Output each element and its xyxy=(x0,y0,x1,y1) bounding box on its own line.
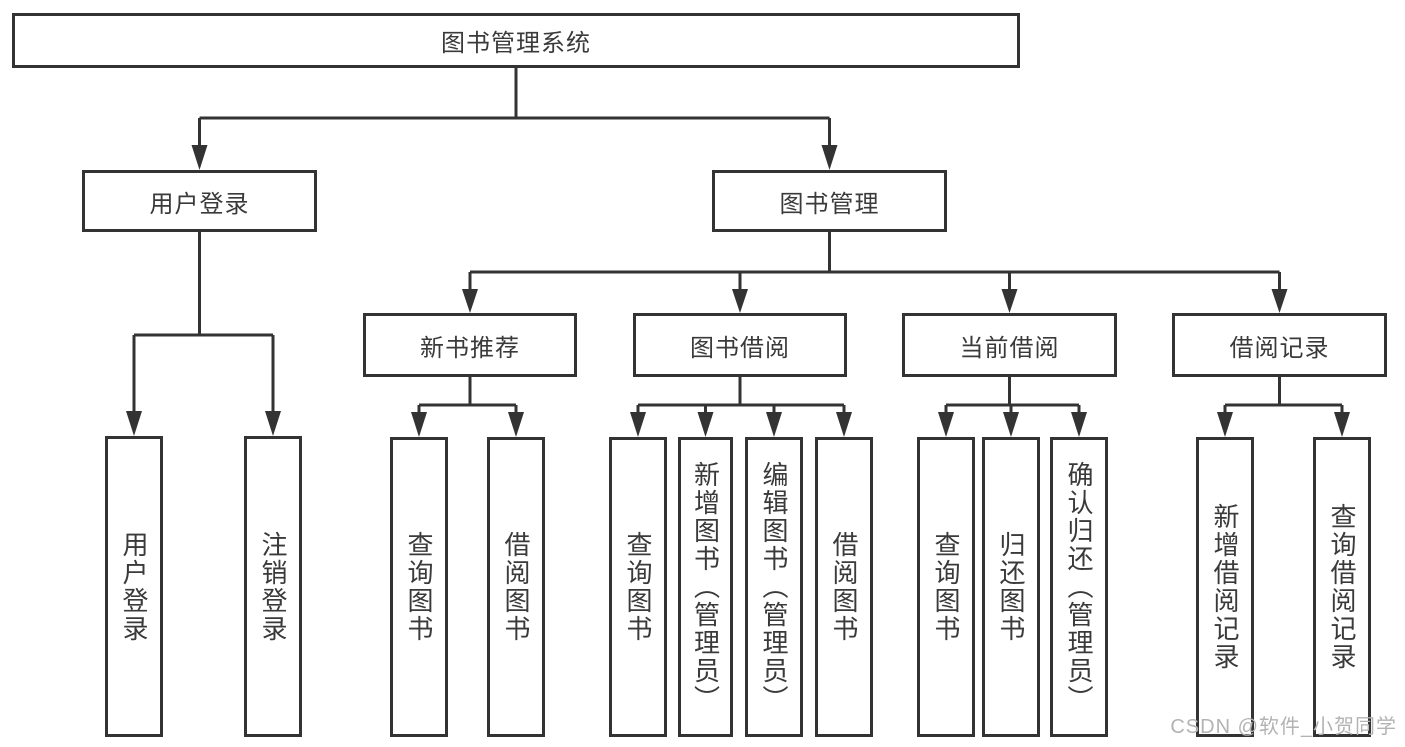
node-label: 借阅图书 xyxy=(829,531,859,643)
node-new-book-recommend: 新书推荐 xyxy=(363,313,577,377)
leaf-query-books-borrow: 查询图书 xyxy=(609,437,667,737)
node-label: 新增借阅记录 xyxy=(1210,503,1240,671)
leaf-add-borrow-record: 新增借阅记录 xyxy=(1196,437,1254,737)
node-label: 图书管理系统 xyxy=(441,30,591,57)
node-library-system: 图书管理系统 xyxy=(12,13,1020,68)
node-label: 查询图书 xyxy=(404,531,434,643)
node-label: 新书推荐 xyxy=(420,334,520,362)
node-label: 确认归还（管理员） xyxy=(1064,461,1094,713)
node-label: 新增图书（管理员） xyxy=(690,461,721,713)
node-label: 注销登录 xyxy=(258,530,288,643)
node-label: 用户登录 xyxy=(119,530,149,643)
node-book-management: 图书管理 xyxy=(712,170,947,232)
leaf-logout: 注销登录 xyxy=(244,436,302,737)
leaf-query-books-current: 查询图书 xyxy=(917,437,975,737)
node-borrow-records: 借阅记录 xyxy=(1172,313,1387,377)
leaf-query-borrow-record: 查询借阅记录 xyxy=(1313,437,1371,737)
node-label: 编辑图书（管理员） xyxy=(759,461,789,713)
node-user-login: 用户登录 xyxy=(82,170,317,232)
node-current-borrow: 当前借阅 xyxy=(902,313,1117,377)
leaf-edit-books-admin: 编辑图书（管理员） xyxy=(745,437,803,737)
node-label: 用户登录 xyxy=(149,190,250,218)
node-label: 查询图书 xyxy=(931,531,961,643)
node-label: 查询借阅记录 xyxy=(1327,503,1357,671)
node-book-borrow: 图书借阅 xyxy=(633,313,847,377)
leaf-query-books-recommend: 查询图书 xyxy=(390,437,448,737)
leaf-add-books-admin: 新增图书（管理员） xyxy=(678,437,733,737)
node-label: 图书借阅 xyxy=(690,334,790,362)
node-label: 当前借阅 xyxy=(959,334,1060,362)
leaf-confirm-return-admin: 确认归还（管理员） xyxy=(1050,437,1108,737)
leaf-return-books: 归还图书 xyxy=(982,437,1040,737)
leaf-user-login: 用户登录 xyxy=(105,436,163,737)
node-label: 归还图书 xyxy=(996,531,1026,643)
leaf-borrow-books-recommend: 借阅图书 xyxy=(487,437,545,737)
node-label: 借阅记录 xyxy=(1229,334,1330,362)
node-label: 借阅图书 xyxy=(501,531,531,643)
leaf-borrow-books: 借阅图书 xyxy=(815,437,873,737)
node-label: 查询图书 xyxy=(623,531,653,643)
csdn-watermark: CSDN @软件_小贺同学 xyxy=(1170,716,1397,738)
node-label: 图书管理 xyxy=(779,190,880,218)
